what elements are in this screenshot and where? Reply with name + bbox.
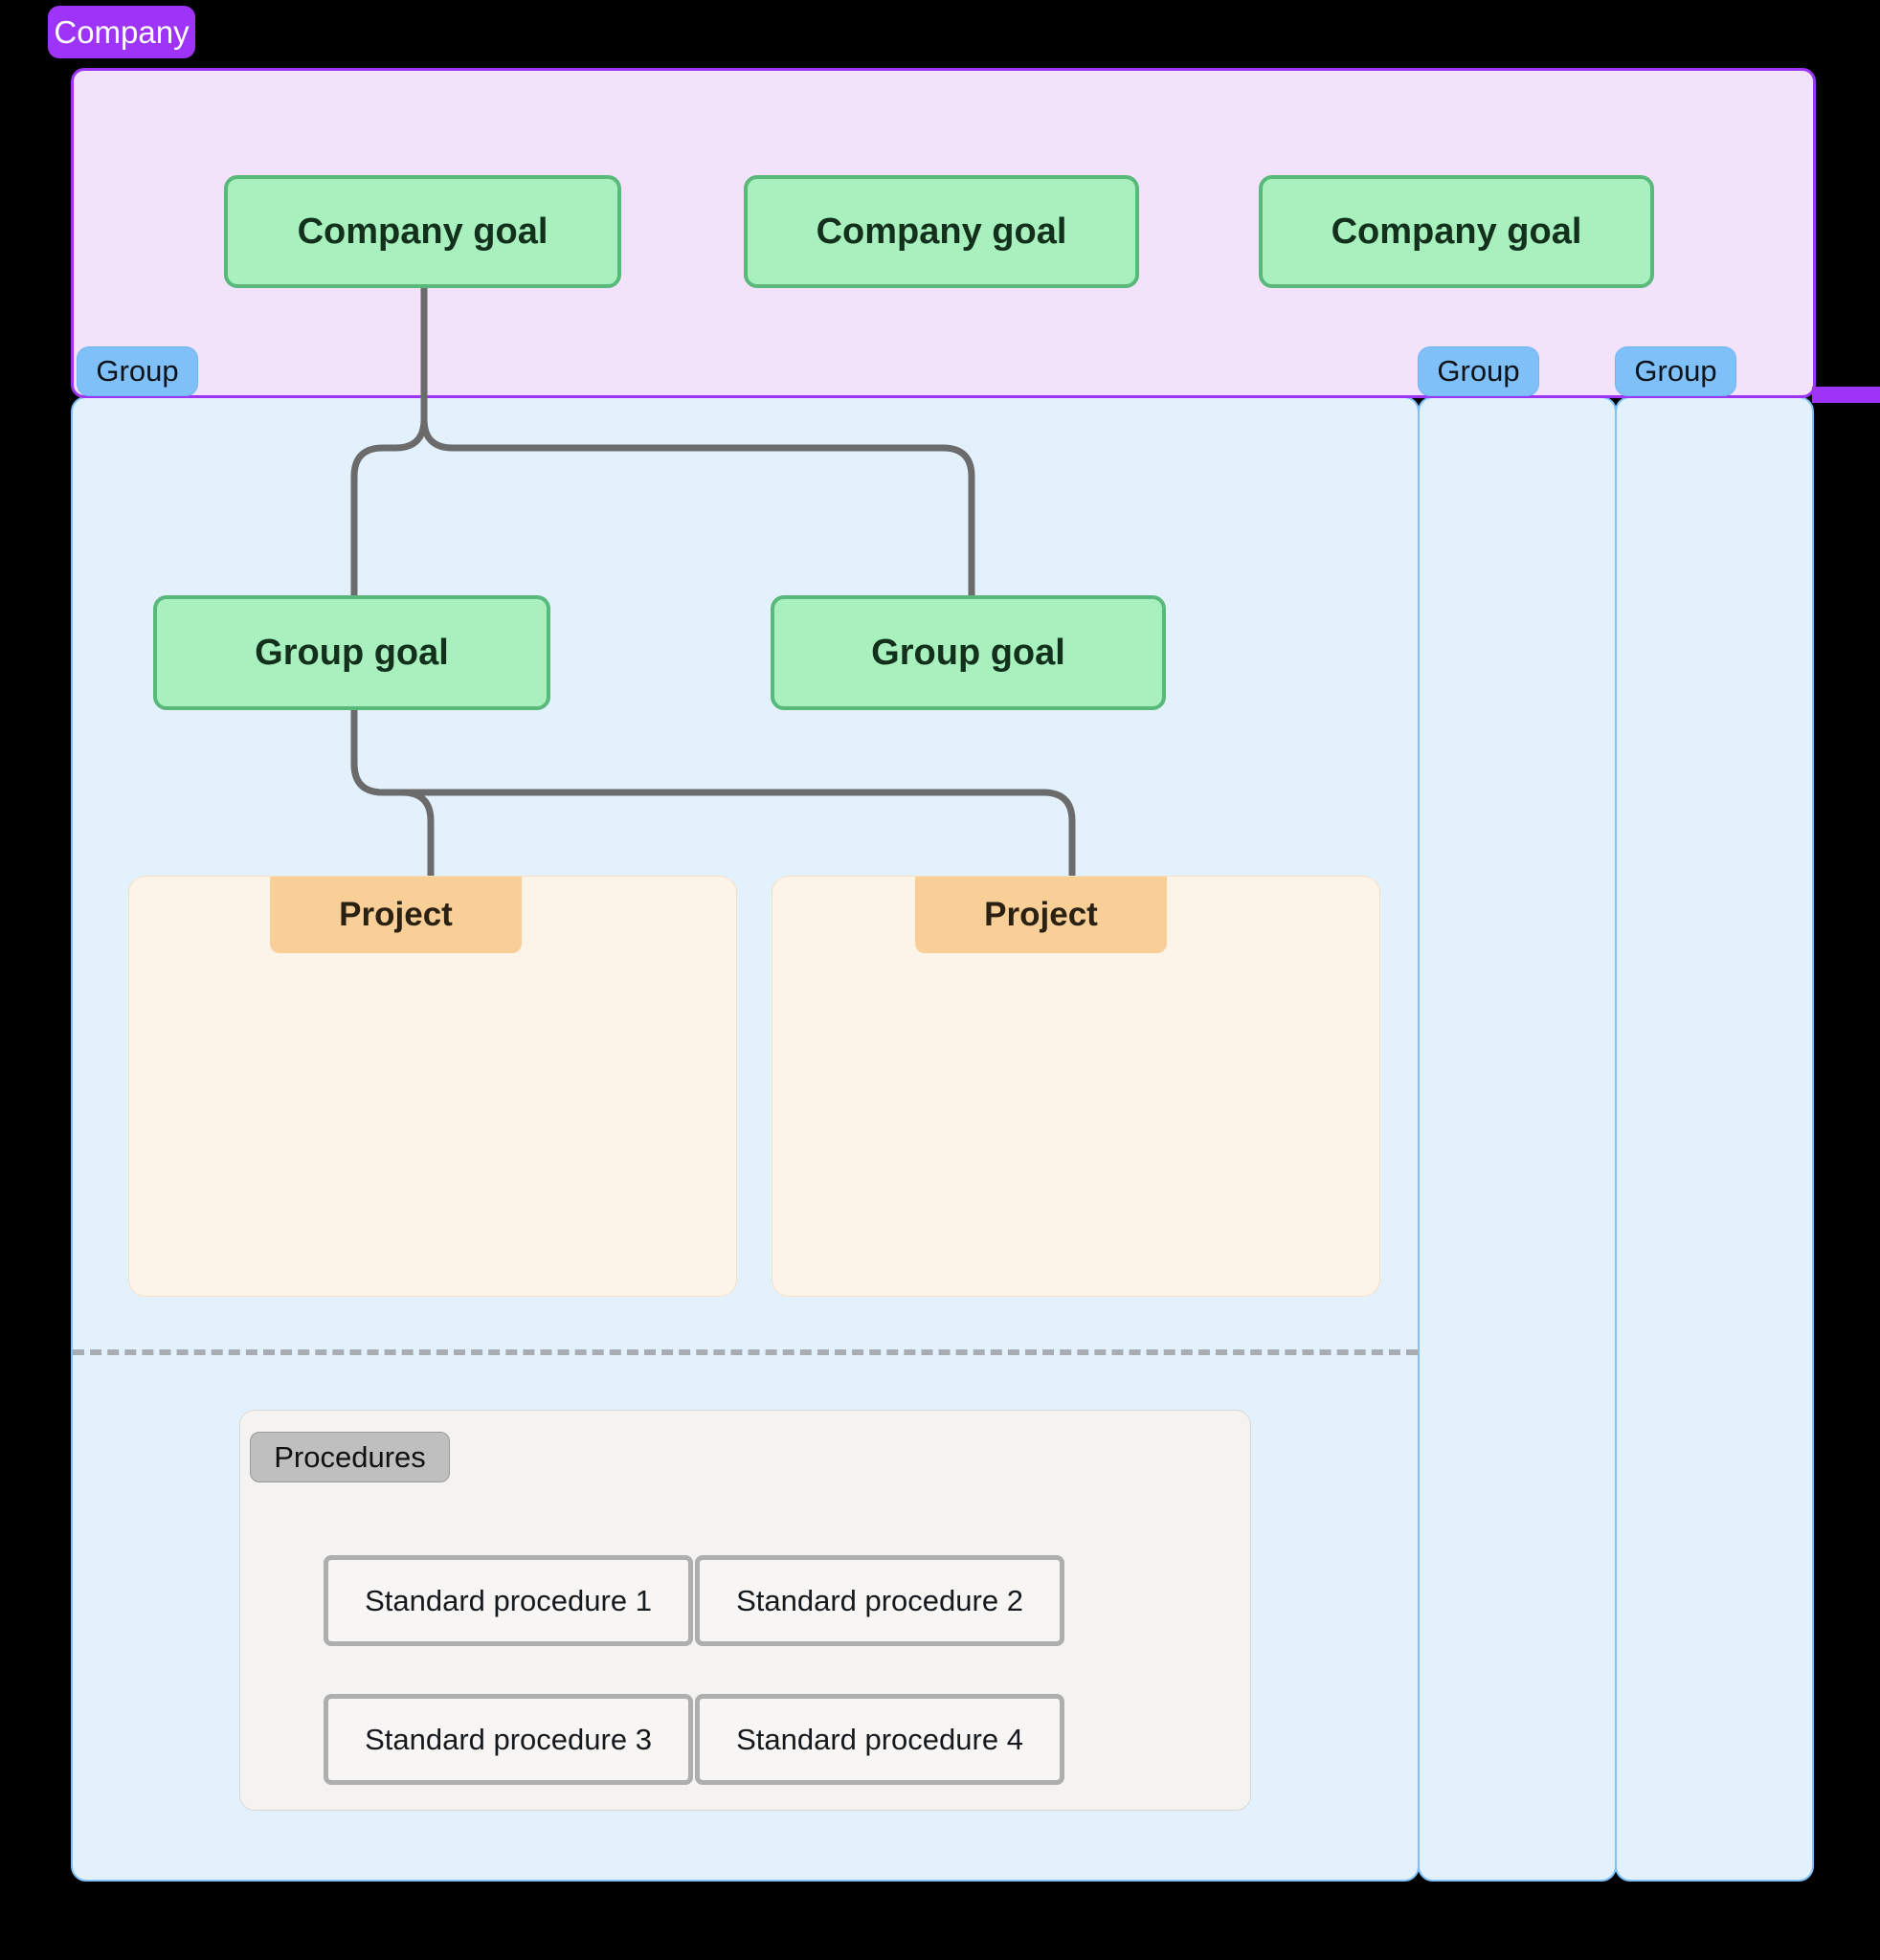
procedure-item-2[interactable]: Standard procedure 2: [695, 1555, 1064, 1646]
company-badge[interactable]: Company: [48, 6, 195, 58]
project-card-1[interactable]: Project: [128, 876, 737, 1297]
procedures-badge[interactable]: Procedures: [250, 1432, 450, 1482]
group-badge-3[interactable]: Group: [1615, 346, 1736, 396]
group-badge-1[interactable]: Group: [77, 346, 198, 396]
section-divider: [73, 1349, 1418, 1355]
procedures-card: Procedures Standard procedure 1 Standard…: [239, 1410, 1251, 1811]
project-title-2: Project: [915, 877, 1167, 953]
company-border-extension: [1812, 387, 1880, 403]
group-goal-1[interactable]: Group goal: [153, 595, 550, 710]
company-goal-3[interactable]: Company goal: [1259, 175, 1654, 288]
group-goal-2[interactable]: Group goal: [771, 595, 1166, 710]
group-container-2: [1418, 396, 1617, 1882]
group-badge-2[interactable]: Group: [1418, 346, 1539, 396]
procedure-item-3[interactable]: Standard procedure 3: [324, 1694, 693, 1785]
group-container-3: [1615, 396, 1814, 1882]
procedure-item-4[interactable]: Standard procedure 4: [695, 1694, 1064, 1785]
procedure-item-1[interactable]: Standard procedure 1: [324, 1555, 693, 1646]
company-goal-2[interactable]: Company goal: [744, 175, 1139, 288]
project-card-2[interactable]: Project: [772, 876, 1380, 1297]
project-title-1: Project: [270, 877, 522, 953]
company-goal-1[interactable]: Company goal: [224, 175, 621, 288]
